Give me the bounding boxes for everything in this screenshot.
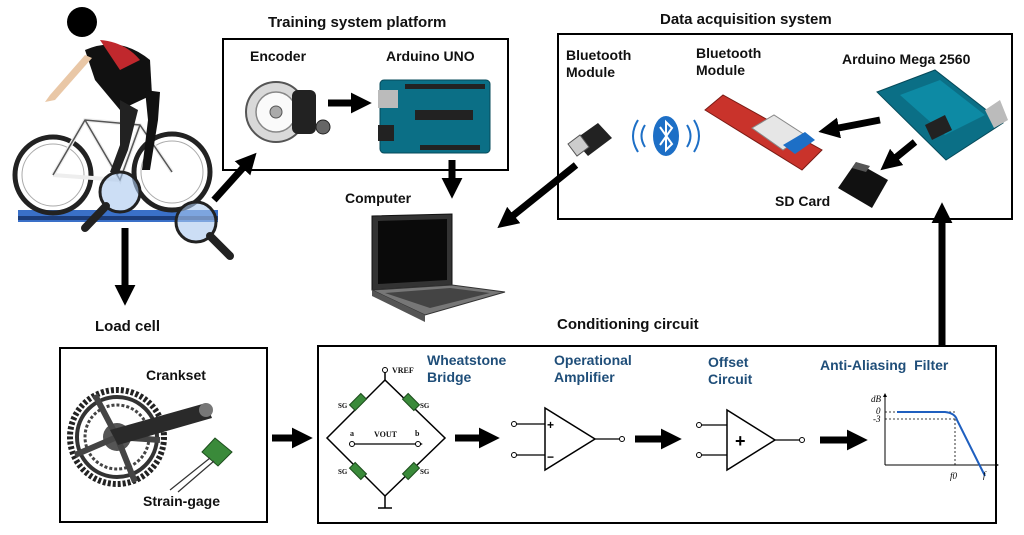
- amp-minus-sign: −: [547, 450, 554, 464]
- crankset-label: Crankset: [146, 367, 206, 383]
- computer-label: Computer: [345, 190, 412, 206]
- arrow-dongle-to-computer: [497, 162, 579, 229]
- arduino-mega-label: Arduino Mega 2560: [842, 51, 971, 67]
- load-cell-title: Load cell: [95, 318, 161, 335]
- arrow-mega-to-sd: [880, 139, 918, 171]
- strain-gage-label: Strain-gage: [143, 493, 221, 509]
- filter-f-axis-label: f: [983, 470, 987, 480]
- training-platform-title: Training system platform: [268, 14, 447, 31]
- arrow-mega-to-bt: [818, 116, 881, 139]
- sd-card-label: SD Card: [775, 193, 831, 209]
- bluetooth-module-label-2: Bluetooth Module: [696, 45, 762, 78]
- filter-tick-minus3: -3: [873, 414, 881, 424]
- filter-db-unit: dB: [871, 394, 882, 404]
- bridge-node-a-label: a: [350, 429, 354, 438]
- offset-circuit-symbol: [696, 408, 805, 472]
- filter-cutoff-label: f0: [950, 471, 958, 481]
- arduino-uno-label: Arduino UNO: [386, 48, 475, 64]
- strain-gage-icon: [169, 437, 233, 493]
- bridge-sg-label: SG: [420, 468, 430, 476]
- filter-response-plot: [883, 393, 999, 477]
- magnifier-icon: [174, 200, 234, 260]
- cyclist-illustration: [12, 7, 218, 222]
- wheatstone-bridge-diagram: [325, 367, 447, 509]
- bluetooth-module-label-1: Bluetooth Module: [566, 47, 632, 80]
- anti-aliasing-filter-label: Anti-Aliasing Filter: [820, 357, 949, 373]
- filter-tick-0: 0: [876, 406, 881, 416]
- arduino-uno-icon: [378, 79, 491, 154]
- bridge-node-b-label: b: [415, 429, 420, 438]
- laptop-icon: [371, 213, 506, 322]
- encoder-label: Encoder: [250, 48, 307, 64]
- wheatstone-bridge-label: Wheatstone Bridge: [427, 352, 507, 385]
- conditioning-circuit-box: [317, 345, 997, 524]
- sd-card-icon: [838, 162, 888, 208]
- offset-plus-sign: +: [735, 431, 746, 451]
- amp-plus-sign: +: [547, 418, 554, 432]
- magnifier-icon: [81, 170, 142, 232]
- flow-arrows: [114, 92, 953, 451]
- crankset-icon: [67, 387, 213, 487]
- conditioning-circuit-title: Conditioning circuit: [557, 316, 699, 333]
- arduino-mega-icon: [876, 69, 1008, 161]
- bluetooth-dongle-icon: [567, 123, 612, 157]
- bridge-sg-label: SG: [338, 402, 348, 410]
- arrow-trainer-to-encoder: [211, 152, 257, 203]
- daq-system-title: Data acquisition system: [660, 11, 832, 28]
- bridge-vout-label: VOUT: [374, 430, 398, 439]
- encoder-icon: [245, 81, 331, 143]
- bridge-sg-label: SG: [338, 468, 348, 476]
- bridge-vref-label: VREF: [392, 366, 414, 375]
- offset-circuit-label: Offset Circuit: [708, 354, 753, 387]
- operational-amplifier-label: Operational Amplifier: [554, 352, 632, 385]
- bluetooth-module-board-icon: [704, 94, 823, 171]
- bridge-sg-label: SG: [420, 402, 430, 410]
- bluetooth-icon: [632, 116, 700, 156]
- operational-amplifier-symbol: [511, 406, 625, 472]
